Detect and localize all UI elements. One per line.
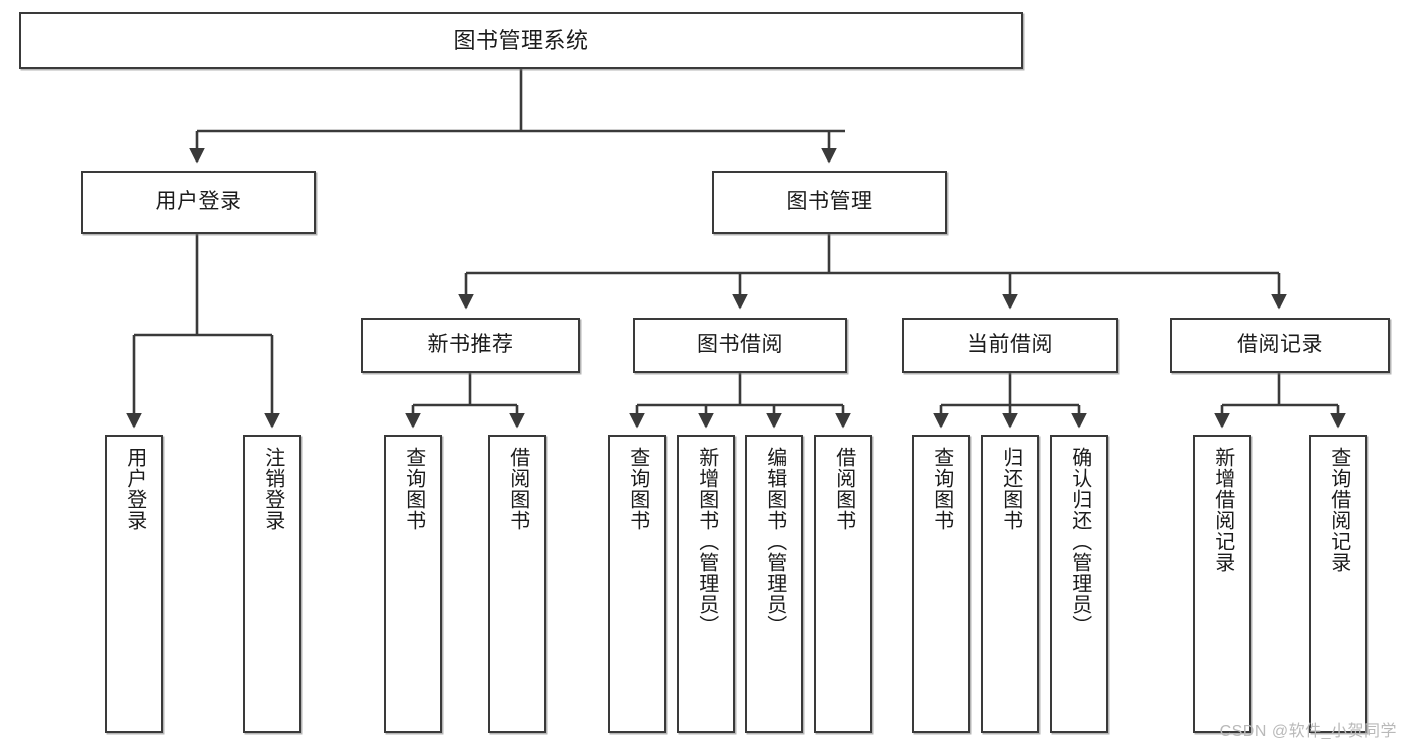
node-label: 编辑图书（管理员） (763, 447, 786, 636)
node-label: 查询借阅记录 (1327, 447, 1350, 573)
leaf-book-borrow-edit-book-admin[interactable]: 编辑图书（管理员） (745, 435, 803, 733)
leaf-borrow-record-query-record[interactable]: 查询借阅记录 (1309, 435, 1367, 733)
node-label: 借阅图书 (832, 447, 855, 531)
node-label: 用户登录 (155, 190, 242, 214)
csdn-watermark: CSDN @软件_小贺同学 (1219, 723, 1397, 740)
node-label: 当前借阅 (967, 333, 1053, 357)
node-user-login[interactable]: 用户登录 (81, 171, 316, 234)
node-label: 新增图书（管理员） (695, 447, 718, 636)
node-label: 图书借阅 (697, 333, 783, 357)
node-label: 新增借阅记录 (1211, 447, 1234, 573)
node-label: 查询图书 (402, 447, 425, 531)
node-root-book-management-system[interactable]: 图书管理系统 (19, 12, 1023, 69)
node-label: 查询图书 (930, 447, 953, 531)
leaf-new-book-borrow-book[interactable]: 借阅图书 (488, 435, 546, 733)
leaf-current-borrow-query-book[interactable]: 查询图书 (912, 435, 970, 733)
leaf-new-book-query-book[interactable]: 查询图书 (384, 435, 442, 733)
leaf-borrow-record-add-record[interactable]: 新增借阅记录 (1193, 435, 1251, 733)
node-label: 借阅记录 (1237, 333, 1323, 357)
leaf-book-borrow-add-book-admin[interactable]: 新增图书（管理员） (677, 435, 735, 733)
node-label: 注销登录 (261, 447, 284, 531)
leaf-current-borrow-confirm-return-admin[interactable]: 确认归还（管理员） (1050, 435, 1108, 733)
node-label: 图书管理系统 (453, 27, 589, 53)
node-book-management[interactable]: 图书管理 (712, 171, 947, 234)
leaf-user-login-logout[interactable]: 注销登录 (243, 435, 301, 733)
leaf-current-borrow-return-book[interactable]: 归还图书 (981, 435, 1039, 733)
node-label: 查询图书 (626, 447, 649, 531)
leaf-user-login-login[interactable]: 用户登录 (105, 435, 163, 733)
node-borrow-record[interactable]: 借阅记录 (1170, 318, 1390, 373)
node-current-borrow[interactable]: 当前借阅 (902, 318, 1118, 373)
node-label: 归还图书 (999, 447, 1022, 531)
node-label: 确认归还（管理员） (1068, 447, 1091, 636)
node-label: 借阅图书 (506, 447, 529, 531)
leaf-book-borrow-borrow-book[interactable]: 借阅图书 (814, 435, 872, 733)
node-book-borrow[interactable]: 图书借阅 (633, 318, 847, 373)
node-label: 图书管理 (786, 190, 873, 214)
node-label: 新书推荐 (427, 333, 514, 357)
node-new-book-recommend[interactable]: 新书推荐 (361, 318, 580, 373)
leaf-book-borrow-query-book[interactable]: 查询图书 (608, 435, 666, 733)
node-label: 用户登录 (123, 447, 146, 531)
